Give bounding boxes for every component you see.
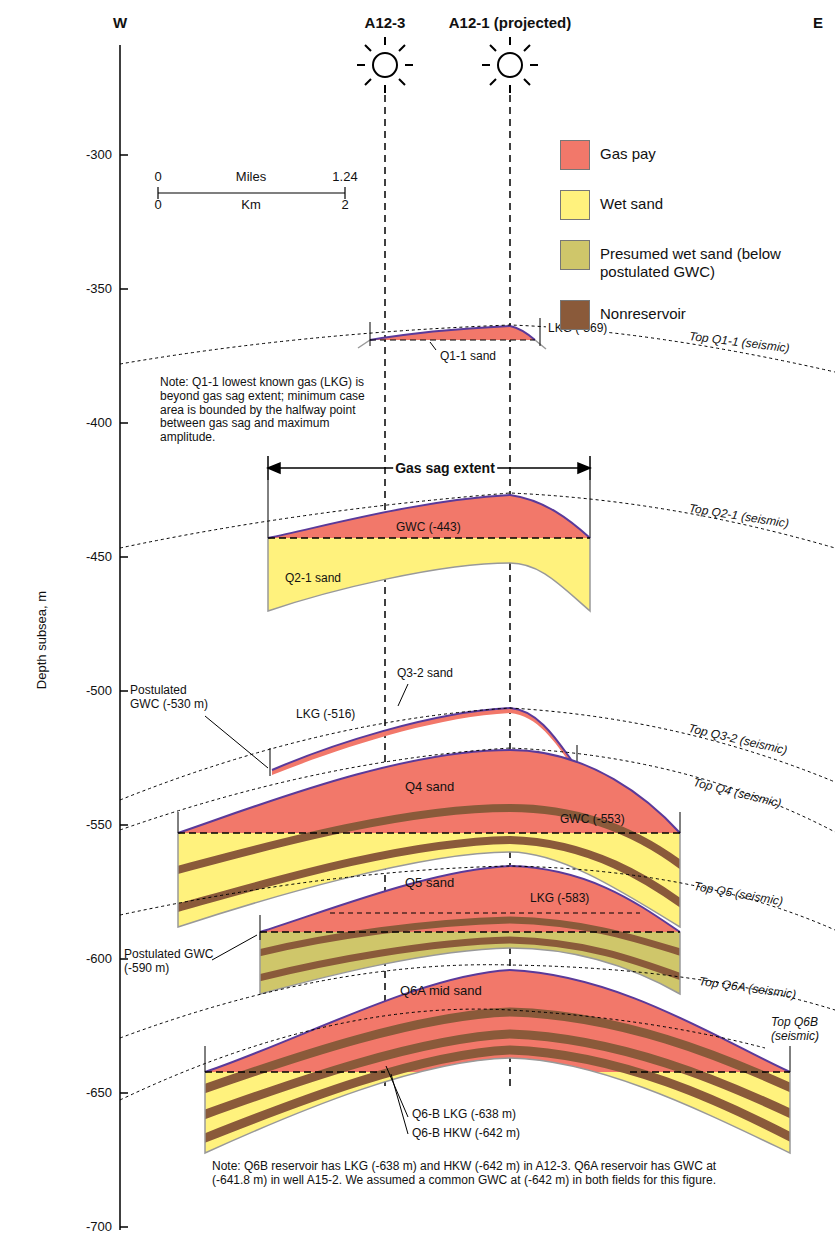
diagram-label: E [813,14,823,31]
diagram-label: -350 [86,282,112,297]
legend-swatch [560,190,590,220]
horizon-label: Top Q6B (seismic) [771,1016,831,1044]
diagram-label: Postulated GWC (-530 m) [130,684,218,712]
horizon-label: Top Q6A (seismic) [698,975,797,1002]
diagram-label: Q4 sand [405,780,454,795]
diagram-label: 0 [154,170,161,185]
horizon-label: Top Q3-2 (seismic) [687,722,788,758]
legend-row: Gas pay [560,140,810,170]
legend-text: Presumed wet sand (below postulated GWC) [600,240,810,281]
horizon-label: Top Q2-1 (seismic) [688,502,790,531]
diagram-label: Note: Q6B reservoir has LKG (-638 m) and… [212,1160,742,1188]
diagram-label: -300 [86,148,112,163]
legend-text: Gas pay [600,140,810,163]
diagram-label: GWC (-443) [396,521,461,535]
diagram-label: A12-1 (projected) [449,14,572,31]
diagram-label: Q1-1 sand [438,350,498,364]
diagram-label: 2 [341,198,348,213]
q6-sand [195,960,800,1160]
q1-1-sand [358,318,546,350]
diagram-label: Q6-B LKG (-638 m) [412,1108,516,1122]
diagram-label: 0 [154,198,161,213]
diagram-label: Miles [236,170,266,185]
diagram-label: -500 [86,684,112,699]
horizon-label: Top Q1-1 (seismic) [688,330,790,356]
diagram-label: LKG (-583) [530,892,589,906]
diagram-label: LKG (-516) [296,708,355,722]
diagram-label: Q3-2 sand [395,667,455,681]
legend-row: Nonreservoir [560,300,810,330]
diagram-label: -400 [86,416,112,431]
diagram-label: Postulated GWC (-590 m) [124,948,214,976]
diagram-label: Note: Q1-1 lowest known gas (LKG) is bey… [160,376,378,445]
diagram-label: -450 [86,550,112,565]
seismic-horizon [120,325,835,1100]
diagram-label: Q6A mid sand [400,984,482,999]
legend-swatch [560,140,590,170]
diagram-label: W [113,14,127,31]
legend-row: Presumed wet sand (below postulated GWC) [560,240,810,281]
diagram-label: Km [241,198,261,213]
diagram-label: -700 [86,1220,112,1235]
diagram-label: Gas sag extent [393,460,497,476]
diagram-label: A12-3 [365,14,406,31]
well-symbol [357,37,538,93]
diagram-label: 1.24 [332,170,357,185]
diagram-label: -550 [86,818,112,833]
diagram-label: Q5 sand [405,876,454,891]
q4-sand [170,740,690,940]
legend-text: Wet sand [600,190,810,213]
horizon-label: Top Q4 (seismic) [692,776,783,811]
diagram-label: Q2-1 sand [285,572,341,586]
diagram-label: GWC (-553) [560,813,625,827]
diagram-label: Q6-B HKW (-642 m) [412,1127,520,1141]
q2-1-sand [260,480,600,620]
horizon-label: Top Q5 (seismic) [693,880,784,909]
diagram-label: -650 [86,1086,112,1101]
diagram-label: Depth subsea, m [35,591,50,689]
diagram-label: -600 [86,952,112,967]
depth-axis [120,45,128,1230]
legend-swatch [560,240,590,270]
legend-row: Wet sand [560,190,810,220]
legend-text: Nonreservoir [600,300,810,323]
legend-swatch [560,300,590,330]
